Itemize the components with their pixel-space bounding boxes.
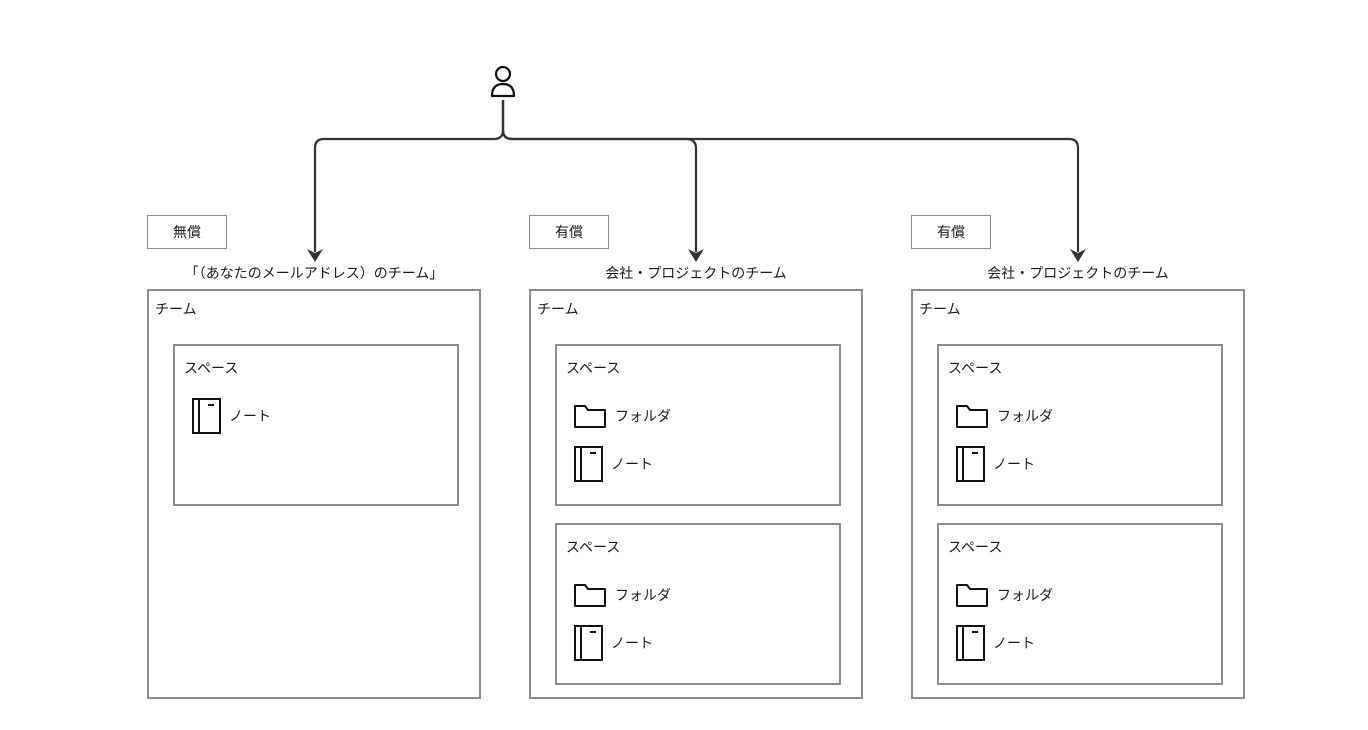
team-title: 「（あなたのメールアドレス）のチーム」: [184, 266, 444, 282]
folder-item: フォルダ: [955, 398, 1053, 434]
team-title: 会社・プロジェクトのチーム: [605, 266, 787, 282]
connector-to-paid-team-2: [501, 100, 1080, 252]
price-badge: 無償: [147, 215, 227, 249]
space-container: スペースフォルダノート: [937, 523, 1223, 685]
space-label: スペース: [184, 361, 239, 377]
notebook-icon: [955, 446, 993, 482]
notebook-icon: [573, 625, 611, 661]
team-container: チームスペースフォルダノートスペースフォルダノート: [911, 289, 1245, 699]
folder-item: フォルダ: [573, 577, 671, 613]
connector-to-free-team: [313, 100, 505, 252]
item-label: ノート: [993, 636, 1035, 652]
note-item: ノート: [955, 625, 1035, 661]
note-item: ノート: [573, 625, 653, 661]
space-label: スペース: [566, 361, 621, 377]
item-label: フォルダ: [615, 409, 671, 425]
item-label: フォルダ: [615, 588, 671, 604]
item-label: ノート: [611, 457, 653, 473]
price-badge: 有償: [529, 215, 609, 249]
folder-icon: [573, 403, 615, 429]
user-icon: [490, 65, 516, 98]
folder-icon: [955, 582, 997, 608]
note-item: ノート: [573, 446, 653, 482]
space-label: スペース: [948, 361, 1003, 377]
notebook-icon: [955, 625, 993, 661]
team-container: チームスペースノート: [147, 289, 481, 699]
team-label: チーム: [155, 302, 197, 318]
folder-icon: [955, 403, 997, 429]
arrowhead-paid-team-1: [688, 249, 704, 262]
space-container: スペースフォルダノート: [555, 523, 841, 685]
team-label: チーム: [919, 302, 961, 318]
item-label: ノート: [229, 409, 271, 425]
space-label: スペース: [566, 540, 621, 556]
note-item: ノート: [191, 398, 271, 434]
space-label: スペース: [948, 540, 1003, 556]
folder-item: フォルダ: [573, 398, 671, 434]
arrowhead-free-team: [307, 249, 323, 262]
note-item: ノート: [955, 446, 1035, 482]
folder-icon: [573, 582, 615, 608]
team-container: チームスペースフォルダノートスペースフォルダノート: [529, 289, 863, 699]
space-container: スペースフォルダノート: [555, 344, 841, 506]
item-label: ノート: [993, 457, 1035, 473]
team-label: チーム: [537, 302, 579, 318]
item-label: フォルダ: [997, 409, 1053, 425]
arrowhead-paid-team-2: [1070, 249, 1086, 262]
price-badge: 有償: [911, 215, 991, 249]
item-label: ノート: [611, 636, 653, 652]
space-container: スペースフォルダノート: [937, 344, 1223, 506]
folder-item: フォルダ: [955, 577, 1053, 613]
notebook-icon: [191, 398, 229, 434]
space-container: スペースノート: [173, 344, 459, 506]
item-label: フォルダ: [997, 588, 1053, 604]
notebook-icon: [573, 446, 611, 482]
team-title: 会社・プロジェクトのチーム: [987, 266, 1169, 282]
